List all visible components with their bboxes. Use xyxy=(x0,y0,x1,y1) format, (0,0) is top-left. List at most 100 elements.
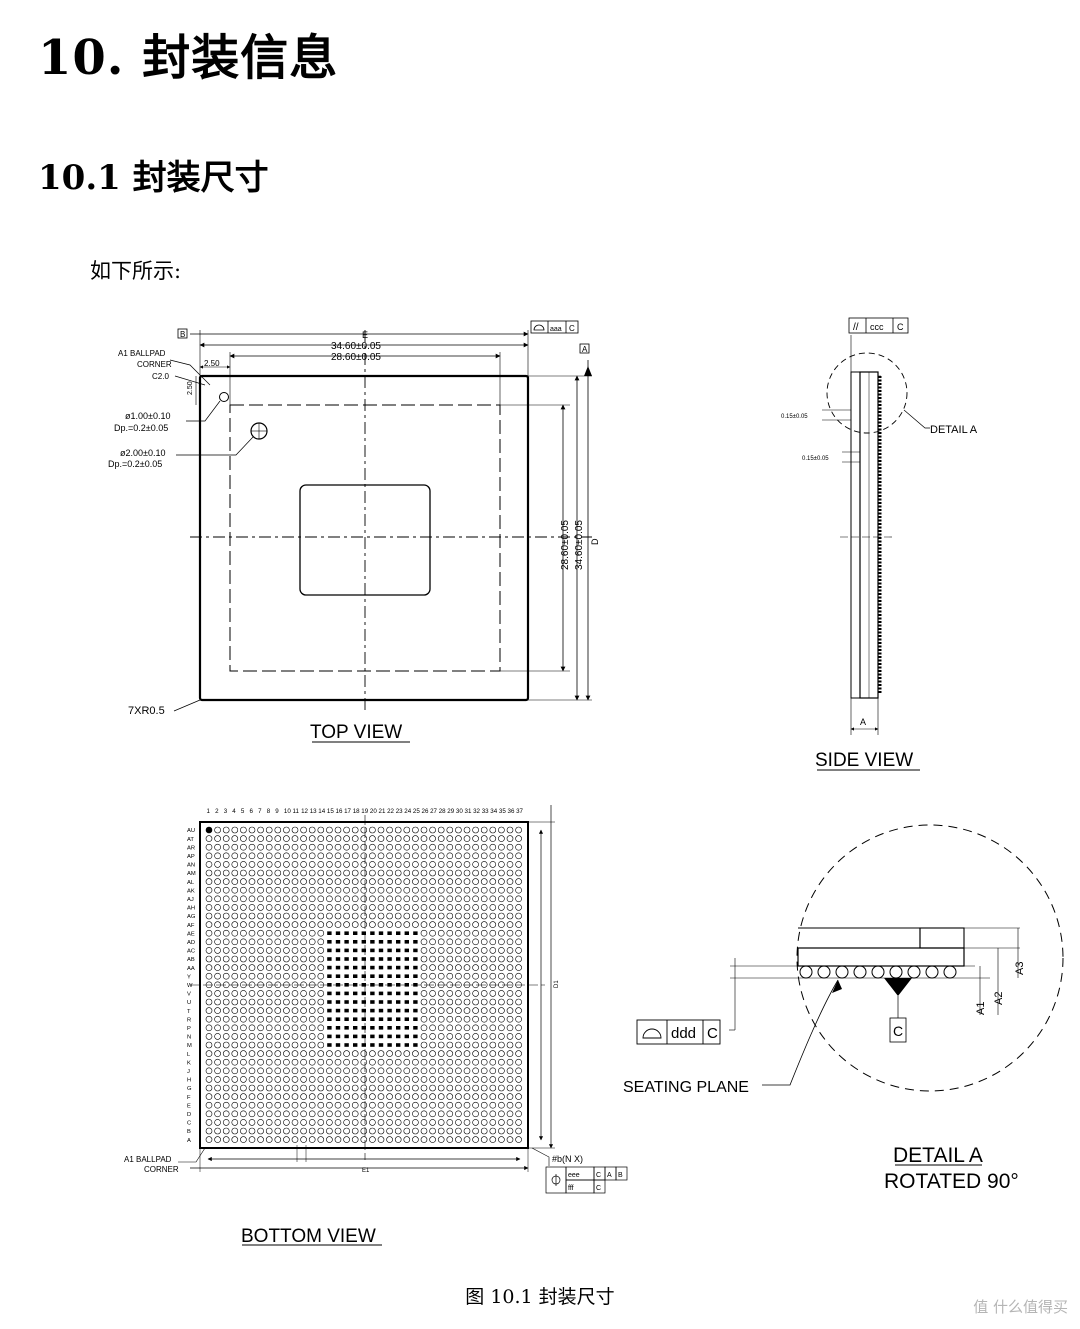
ball xyxy=(396,948,401,953)
ball xyxy=(429,1136,436,1143)
ball xyxy=(413,1034,418,1039)
column-label: 10 xyxy=(284,808,291,815)
ball xyxy=(455,929,462,937)
ball xyxy=(437,972,445,980)
ball xyxy=(327,948,332,953)
ball xyxy=(378,940,384,944)
datum-c: C xyxy=(893,1023,903,1039)
fcf1-tol: eee xyxy=(568,1172,580,1179)
ball xyxy=(231,861,239,868)
ball xyxy=(498,998,505,1006)
ball xyxy=(327,957,332,961)
ball xyxy=(231,1136,239,1143)
ball xyxy=(291,1093,299,1100)
ball xyxy=(455,998,462,1006)
ball xyxy=(377,869,385,877)
ball xyxy=(205,895,213,903)
ball xyxy=(429,861,436,868)
ball xyxy=(205,1093,213,1100)
ball xyxy=(360,1058,368,1066)
ball xyxy=(463,998,471,1006)
ball xyxy=(463,1033,471,1040)
ball xyxy=(394,1076,402,1083)
dim-outer-h: 34.60±0.05 xyxy=(331,341,381,352)
ball xyxy=(327,1034,332,1039)
ball xyxy=(317,1007,325,1014)
ball xyxy=(265,1084,273,1092)
ball xyxy=(283,904,290,911)
ball xyxy=(377,1050,385,1057)
ball xyxy=(222,1015,230,1023)
ball xyxy=(489,1024,497,1032)
ball xyxy=(214,990,221,997)
side-dim-2: 0.15±0.05 xyxy=(802,456,829,462)
ball xyxy=(300,904,307,911)
ball xyxy=(387,1026,392,1030)
row-label: G xyxy=(187,1086,192,1092)
ball xyxy=(265,938,273,946)
ball xyxy=(231,964,239,971)
ball xyxy=(291,1110,299,1118)
ball xyxy=(480,878,488,885)
ball xyxy=(283,921,290,928)
ball xyxy=(240,929,247,937)
ball xyxy=(240,886,247,894)
ball xyxy=(222,904,230,911)
ball xyxy=(413,1043,418,1047)
ball xyxy=(489,1110,497,1118)
ball xyxy=(291,826,299,834)
ball xyxy=(369,1093,376,1100)
ball xyxy=(308,1084,316,1092)
ball xyxy=(344,965,349,970)
ball xyxy=(370,1008,375,1013)
ball xyxy=(463,964,471,971)
ball xyxy=(420,990,428,997)
ball xyxy=(265,1041,273,1049)
detail-a-callout: DETAIL A xyxy=(930,424,978,436)
ball xyxy=(222,852,230,860)
ball xyxy=(343,1067,350,1075)
ball xyxy=(420,964,428,971)
ball xyxy=(308,1067,316,1075)
ball xyxy=(463,1101,471,1109)
ball xyxy=(300,1076,307,1083)
ball xyxy=(455,1058,462,1066)
ball xyxy=(308,921,316,928)
ball xyxy=(429,852,436,860)
ball xyxy=(446,886,454,894)
ball xyxy=(240,878,247,885)
ball xyxy=(515,964,522,971)
ball xyxy=(489,1076,497,1083)
ball xyxy=(455,1076,462,1083)
ball xyxy=(489,1050,497,1057)
ball xyxy=(274,861,282,868)
ball xyxy=(489,878,497,885)
ball xyxy=(437,1136,445,1143)
ball xyxy=(317,1067,325,1075)
ball xyxy=(506,1058,514,1066)
ball xyxy=(412,843,419,851)
ball xyxy=(343,886,350,894)
ball xyxy=(214,955,221,963)
ball xyxy=(326,852,333,860)
ball xyxy=(412,861,419,868)
ball xyxy=(240,869,247,877)
ball xyxy=(291,955,299,963)
ball xyxy=(455,1015,462,1023)
side-view-text: // ccc C 0.15±0.05 0.15±0.05 DETAIL A A … xyxy=(781,322,978,771)
fcf1-d2: A xyxy=(607,1172,612,1179)
ball xyxy=(420,1058,428,1066)
ball xyxy=(222,1058,230,1066)
ball xyxy=(283,912,290,920)
ball xyxy=(498,878,505,885)
ball xyxy=(308,1093,316,1100)
ball xyxy=(327,1017,332,1021)
ball xyxy=(300,852,307,860)
ball xyxy=(386,1101,393,1109)
ball xyxy=(300,1015,307,1023)
ball xyxy=(394,1101,402,1109)
ball xyxy=(222,1127,230,1135)
ball xyxy=(308,998,316,1006)
ball xyxy=(472,1127,479,1135)
